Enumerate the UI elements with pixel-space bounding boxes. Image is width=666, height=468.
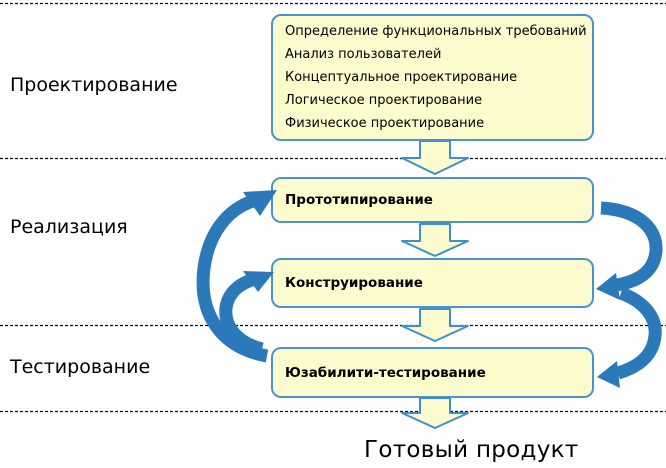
loop-arrow-prototyping-to-construction-icon [600, 201, 663, 292]
section-label-implementation: Реализация [10, 216, 128, 238]
down-arrow-icon [401, 140, 469, 175]
design-activity-item: Концептуальное проектирование [285, 70, 518, 85]
section-label-design: Проектирование [10, 74, 178, 96]
down-arrow-icon [401, 223, 469, 257]
prototyping-box: Прототипирование [271, 177, 594, 223]
design-activities-box: Определение функциональных требований Ан… [271, 14, 594, 141]
loop-arrow-usability-to-prototyping-icon [196, 194, 269, 363]
design-activity-item: Анализ пользователей [285, 47, 442, 62]
construction-box: Конструирование [271, 258, 594, 308]
loop-arrow-usability-to-construction-icon [219, 273, 264, 356]
loop-arrowhead-icon [243, 190, 277, 216]
down-arrow-icon [401, 397, 469, 429]
design-activity-item: Физическое проектирование [285, 116, 485, 131]
down-arrow-icon [401, 308, 469, 342]
loop-arrow-construction-to-usability-icon [615, 286, 662, 380]
loop-arrowhead-icon [597, 361, 620, 388]
loop-arrowhead-icon [243, 271, 274, 292]
final-product-label: Готовый продукт [364, 437, 579, 463]
design-activity-item: Определение функциональных требований [285, 24, 587, 39]
section-divider-lines [0, 2, 666, 413]
prototyping-label: Прототипирование [285, 192, 433, 208]
loop-arrowhead-icon [596, 273, 620, 300]
usability-testing-label: Юзабилити-тестирование [285, 364, 486, 381]
construction-label: Конструирование [285, 275, 423, 291]
design-activity-item: Логическое проектирование [285, 93, 483, 108]
section-label-testing: Тестирование [10, 356, 151, 378]
